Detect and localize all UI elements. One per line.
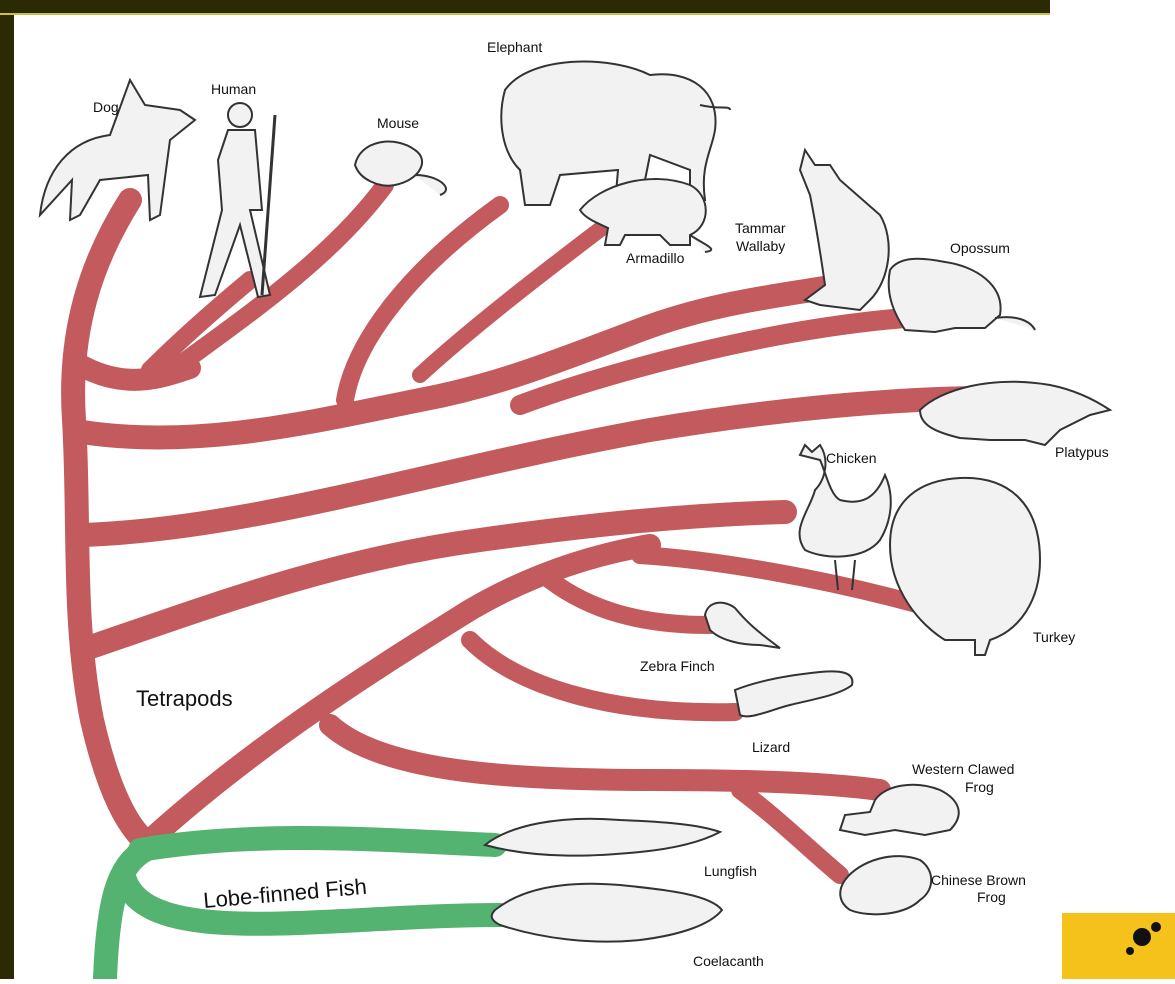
coelacanth-icon bbox=[492, 884, 722, 942]
label-lizard: Lizard bbox=[752, 739, 790, 755]
turkey-icon bbox=[890, 478, 1040, 655]
mouse-icon bbox=[355, 142, 446, 195]
label-chinese-brown-frog-line1: Chinese Brown bbox=[931, 872, 1026, 888]
chinese-brown-frog-icon bbox=[840, 856, 931, 914]
label-dog: Dog bbox=[93, 99, 119, 115]
label-chinese-brown-frog-line2: Frog bbox=[977, 889, 1006, 905]
label-turkey: Turkey bbox=[1033, 629, 1075, 645]
armadillo-icon bbox=[580, 179, 711, 252]
label-lungfish: Lungfish bbox=[704, 863, 757, 879]
branch-lungfish bbox=[140, 838, 495, 850]
label-armadillo: Armadillo bbox=[626, 250, 685, 266]
label-tammar-wallaby-line2: Wallaby bbox=[736, 238, 785, 254]
fish-branches bbox=[105, 838, 500, 979]
label-chicken: Chicken bbox=[826, 450, 877, 466]
zebra-finch-icon bbox=[705, 603, 780, 648]
label-mouse: Mouse bbox=[377, 115, 419, 131]
label-platypus: Platypus bbox=[1055, 444, 1109, 460]
lizard-icon bbox=[735, 671, 852, 716]
branch-amphibian bbox=[330, 725, 880, 790]
publisher-corner-badge bbox=[1062, 913, 1175, 979]
label-zebra-finch: Zebra Finch bbox=[640, 658, 715, 674]
label-human: Human bbox=[211, 81, 256, 97]
label-western-clawed-frog-line1: Western Clawed bbox=[912, 761, 1014, 777]
lungfish-icon bbox=[485, 819, 720, 856]
opossum-icon bbox=[889, 259, 1035, 332]
branch-zebra-finch bbox=[550, 580, 710, 625]
label-tetrapods: Tetrapods bbox=[136, 686, 233, 711]
label-tammar-wallaby-line1: Tammar bbox=[735, 220, 786, 236]
branch-turkey bbox=[640, 555, 920, 605]
label-coelacanth: Coelacanth bbox=[693, 953, 764, 969]
branch-mouse bbox=[170, 185, 385, 372]
dots-logo-icon bbox=[1062, 913, 1175, 979]
elephant-icon bbox=[501, 61, 730, 205]
chicken-icon bbox=[800, 445, 891, 590]
label-western-clawed-frog-line2: Frog bbox=[965, 779, 994, 795]
label-lobe-finned-fish: Lobe-finned Fish bbox=[202, 874, 367, 913]
label-elephant: Elephant bbox=[487, 39, 542, 55]
branch-lizard bbox=[470, 640, 735, 712]
label-opossum: Opossum bbox=[950, 240, 1010, 256]
human-icon bbox=[200, 103, 275, 297]
